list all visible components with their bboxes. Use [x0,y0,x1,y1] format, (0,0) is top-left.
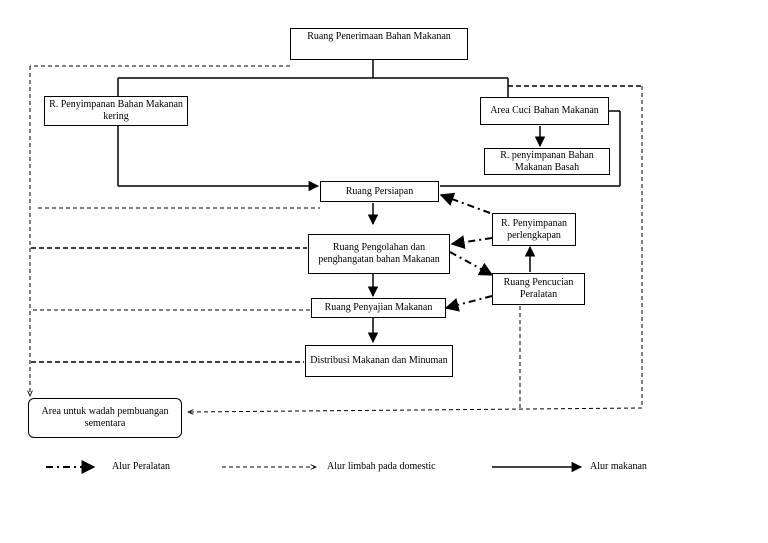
legend-food-label: Alur makanan [590,461,647,472]
node-processing: Ruang Pengolahan dan penghangatan bahan … [308,234,450,274]
node-serving: Ruang Penyajian Makanan [311,298,446,318]
food-flow-lines [117,60,621,344]
node-waste-area: Area untuk wadah pembuangan sementara [28,398,182,438]
node-equipment-washing: Ruang Pencucian Peralatan [492,273,585,305]
legend-waste-label: Alur limbah pada domestic [327,461,436,472]
node-preparation: Ruang Persiapan [320,181,439,202]
node-equipment-storage: R. Penyimpanan perlengkapan [492,213,576,246]
node-dry-storage: R. Penyimpanan Bahan Makanan kering [44,96,188,126]
node-washing-area: Area Cuci Bahan Makanan [480,97,609,125]
legend-equipment-label: Alur Peralatan [112,461,171,472]
node-receiving: Ruang Penerimaan Bahan Makanan [290,28,468,60]
node-distribution: Distribusi Makanan dan Minuman [305,345,453,377]
waste-flow-lines [30,65,643,412]
equipment-flow-lines [439,192,494,312]
node-wet-storage: R. penyimpanan Bahan Makanan Basah [484,148,610,175]
